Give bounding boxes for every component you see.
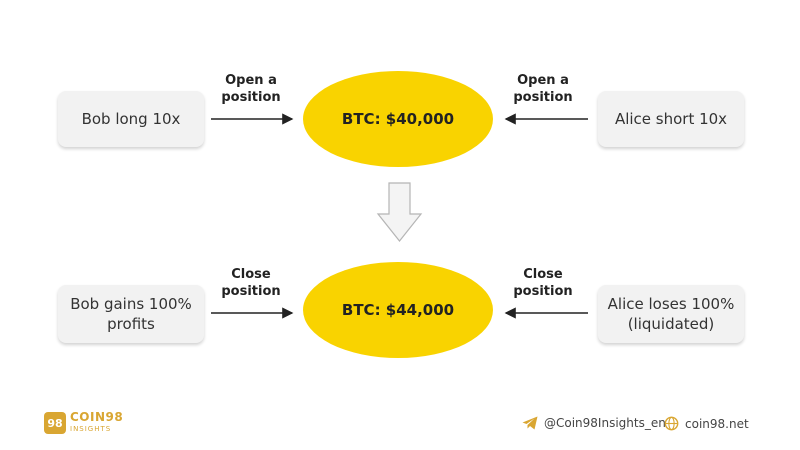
globe-icon — [664, 416, 679, 431]
open-position-label-right: Open a position — [513, 73, 573, 105]
coin98-logo-sub: INSIGHTS — [70, 425, 112, 433]
alice-short-text: Alice short 10x — [614, 110, 728, 128]
alice-loses-text-line1: Alice loses 100% — [607, 295, 735, 313]
website-text: coin98.net — [685, 416, 749, 431]
btc-44000-text: BTC: $44,000 — [341, 301, 455, 319]
down-arrow — [376, 182, 423, 242]
btc-44000-oval: BTC: $44,000 — [303, 262, 493, 358]
alice-loses-text-line2: (liquidated) — [627, 315, 715, 333]
website-link[interactable]: coin98.net — [664, 416, 749, 431]
bob-gains-text-line1: Bob gains 100% — [70, 295, 192, 313]
coin98-logo-icon: 98 — [44, 412, 66, 434]
bob-long-text: Bob long 10x — [81, 110, 181, 128]
bob-gains-box: Bob gains 100% profits — [58, 285, 204, 343]
btc-40000-oval: BTC: $40,000 — [303, 71, 493, 167]
open-position-label-left: Open a position — [221, 73, 281, 105]
telegram-handle-text: @Coin98Insights_en — [544, 416, 666, 430]
close-position-label-right: Close position — [513, 267, 573, 299]
bob-gains-text-line2: profits — [107, 315, 155, 333]
bob-long-box: Bob long 10x — [58, 91, 204, 147]
close-position-label-left: Close position — [221, 267, 281, 299]
alice-loses-box: Alice loses 100% (liquidated) — [598, 285, 744, 343]
alice-short-box: Alice short 10x — [598, 91, 744, 147]
telegram-handle[interactable]: @Coin98Insights_en — [522, 416, 666, 430]
btc-40000-text: BTC: $40,000 — [341, 110, 455, 128]
coin98-logo-name: COIN98 — [70, 410, 124, 424]
telegram-icon — [522, 416, 538, 430]
